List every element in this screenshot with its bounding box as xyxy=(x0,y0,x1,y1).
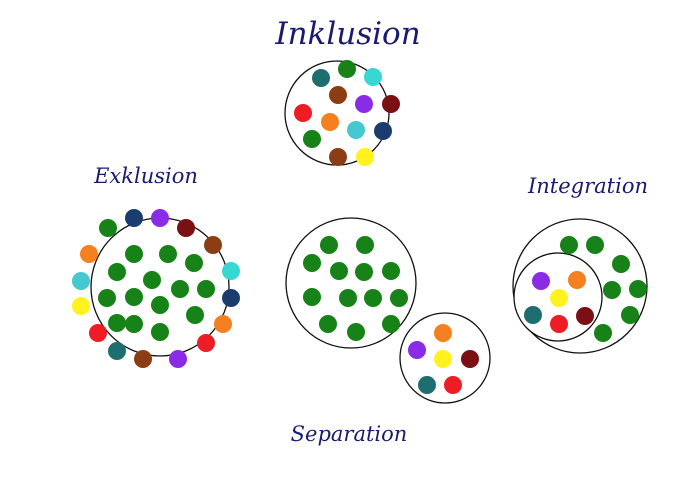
separation-main-green-dot xyxy=(382,315,400,333)
exclusion-inner-green-dot xyxy=(98,289,116,307)
exclusion-outer-lightteal-dot xyxy=(72,272,90,290)
exclusion-outer-purple-dot xyxy=(169,350,187,368)
exclusion-outer-navy-dot xyxy=(125,209,143,227)
exclusion-outer-red-dot xyxy=(197,334,215,352)
exclusion-inner-green-dot xyxy=(143,271,161,289)
exclusion-inner-green-dot xyxy=(125,245,143,263)
inclusion-brown-dot xyxy=(329,86,347,104)
integration-outer-green-dot xyxy=(586,236,604,254)
separation-main-green-dot xyxy=(390,289,408,307)
integration-inner-yellow-dot xyxy=(550,289,568,307)
label-inclusion: Inklusion xyxy=(274,16,420,52)
separation-small-purple-dot xyxy=(408,341,426,359)
exclusion-inner-green-dot xyxy=(185,254,203,272)
integration-outer-green-dot xyxy=(603,281,621,299)
exclusion-inner-green-dot xyxy=(159,245,177,263)
inclusion-teal-dot xyxy=(312,69,330,87)
exclusion-outer-green-dot xyxy=(99,219,117,237)
exclusion-inner-green-dot xyxy=(197,280,215,298)
exclusion-inner-green-dot xyxy=(125,315,143,333)
diagram-shapes xyxy=(72,60,648,404)
integration-inner-teal-dot xyxy=(524,306,542,324)
integration-inner-orange-dot xyxy=(568,271,586,289)
separation-main-green-dot xyxy=(364,289,382,307)
inclusion-orange-dot xyxy=(321,113,339,131)
exclusion-inner-green-dot xyxy=(108,314,126,332)
separation-main-green-dot xyxy=(320,236,338,254)
integration-outer-green-dot xyxy=(594,324,612,342)
inclusion-darkred-dot xyxy=(382,95,400,113)
separation-main-circle xyxy=(285,217,417,349)
label-exclusion: Exklusion xyxy=(93,164,198,188)
exclusion-inner-green-dot xyxy=(186,306,204,324)
inclusion-navy-dot xyxy=(374,122,392,140)
separation-small-red-dot xyxy=(444,376,462,394)
integration-outer-green-dot xyxy=(612,255,630,273)
exclusion-inner-green-dot xyxy=(151,323,169,341)
integration-inner-purple-dot xyxy=(532,272,550,290)
exclusion-outer-brown-dot xyxy=(204,236,222,254)
inclusion-lightteal-dot xyxy=(347,121,365,139)
exclusion-outer-yellow-dot xyxy=(72,297,90,315)
exclusion-inner-green-dot xyxy=(151,296,169,314)
inclusion-green-dot xyxy=(338,60,356,78)
separation-main-green-dot xyxy=(319,315,337,333)
exclusion-outer-orange-dot xyxy=(214,315,232,333)
separation-main-green-dot xyxy=(303,254,321,272)
inclusion-yellow-dot xyxy=(356,148,374,166)
separation-main-green-dot xyxy=(355,263,373,281)
exclusion-inner-green-dot xyxy=(125,288,143,306)
separation-main-green-dot xyxy=(382,262,400,280)
integration-outer-green-dot xyxy=(560,236,578,254)
exclusion-outer-cyan-dot xyxy=(222,262,240,280)
separation-main-green-dot xyxy=(330,262,348,280)
integration-outer-green-dot xyxy=(629,280,647,298)
integration-outer-green-dot xyxy=(621,306,639,324)
inclusion-cyan-dot xyxy=(364,68,382,86)
separation-main-green-dot xyxy=(339,289,357,307)
exclusion-outer-darkred-dot xyxy=(177,219,195,237)
separation-small-darkred-dot xyxy=(461,350,479,368)
inclusion-red-dot xyxy=(294,104,312,122)
separation-main-green-dot xyxy=(347,323,365,341)
exclusion-outer-red-dot xyxy=(89,324,107,342)
exclusion-inner-green-dot xyxy=(171,280,189,298)
exclusion-inner-green-dot xyxy=(108,263,126,281)
inclusion-green-dot xyxy=(303,130,321,148)
separation-main-green-dot xyxy=(303,288,321,306)
separation-main-green-dot xyxy=(356,236,374,254)
inclusion-brown-dot xyxy=(329,148,347,166)
exclusion-outer-teal-dot xyxy=(108,342,126,360)
exclusion-outer-orange-dot xyxy=(80,245,98,263)
separation-small-orange-dot xyxy=(434,324,452,342)
label-separation: Separation xyxy=(291,422,408,446)
exclusion-outer-navy-dot xyxy=(222,289,240,307)
label-integration: Integration xyxy=(527,174,648,198)
separation-small-yellow-dot xyxy=(434,350,452,368)
integration-inner-red-dot xyxy=(550,315,568,333)
exclusion-outer-brown-dot xyxy=(134,350,152,368)
inclusion-purple-dot xyxy=(355,95,373,113)
exclusion-outer-purple-dot xyxy=(151,209,169,227)
separation-small-teal-dot xyxy=(418,376,436,394)
integration-inner-darkred-dot xyxy=(576,307,594,325)
